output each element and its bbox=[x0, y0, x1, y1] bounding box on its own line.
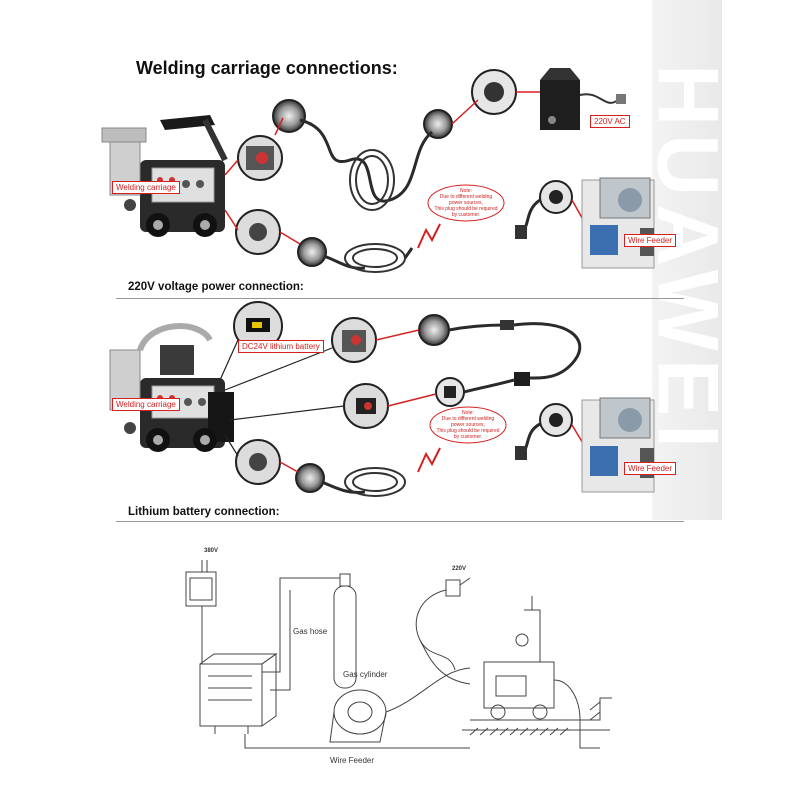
brand-watermark: HUAWEI bbox=[640, 0, 736, 520]
section2-graphics bbox=[109, 301, 655, 497]
installation-drawing bbox=[185, 560, 612, 749]
section2-title: Lithium battery connection: bbox=[128, 506, 280, 518]
welding-carriage-2 bbox=[109, 323, 234, 452]
section1-graphics bbox=[101, 68, 655, 273]
wire-feeder-label-2: Wire Feeder bbox=[624, 462, 677, 475]
wire-feeder-drawing-label: Wire Feeder bbox=[330, 756, 375, 765]
gas-hose-label: Gas hose bbox=[293, 627, 328, 636]
ac-power-label: 220V AC bbox=[590, 115, 630, 128]
voltage-380v-label: 380V bbox=[204, 548, 219, 554]
section1-divider bbox=[116, 298, 684, 299]
wire-feeder-2 bbox=[581, 397, 655, 493]
welding-carriage-1 bbox=[101, 115, 228, 237]
plug-note-1: Note: Due to different welding power sou… bbox=[434, 188, 498, 218]
gas-cylinder-label: Gas cylinder bbox=[343, 670, 388, 679]
section2-divider bbox=[116, 521, 684, 522]
section1-title: 220V voltage power connection: bbox=[128, 281, 304, 293]
welding-carriage-label-1: Welding carriage bbox=[112, 181, 180, 194]
battery-label: DC24V lithium battery bbox=[238, 340, 324, 353]
power-supply-220v bbox=[540, 68, 626, 130]
welding-carriage-label-2: Welding carriage bbox=[112, 398, 180, 411]
voltage-220v-label: 220V bbox=[452, 566, 467, 572]
wire-feeder-1 bbox=[581, 177, 655, 269]
wire-feeder-label-1: Wire Feeder bbox=[624, 234, 677, 247]
page-title: Welding carriage connections: bbox=[136, 58, 398, 78]
plug-note-2: Note: Due to different welding power sou… bbox=[436, 410, 500, 440]
